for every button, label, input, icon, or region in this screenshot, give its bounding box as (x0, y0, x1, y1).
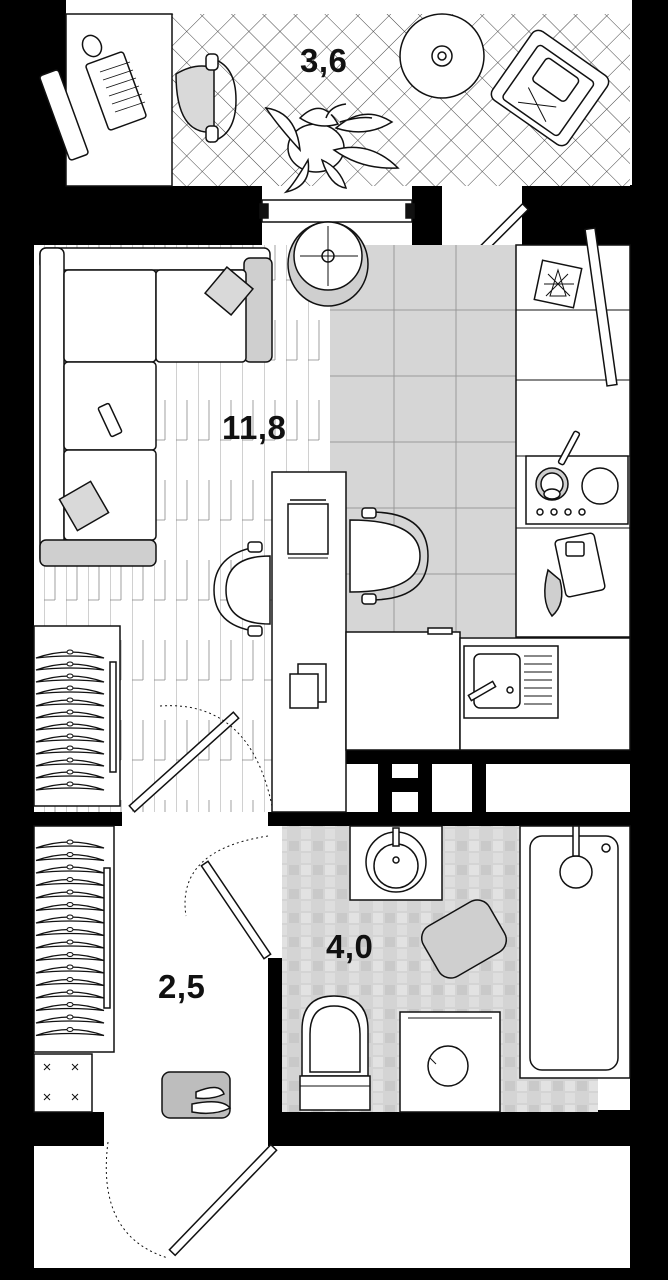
hanger-icon (35, 687, 105, 695)
hanger-icon (35, 941, 105, 949)
hanger-hook-icon (66, 864, 74, 870)
hanger-icon (35, 966, 105, 974)
hanger-hook-icon (66, 964, 74, 970)
hanger-icon (35, 841, 105, 849)
round-side-table-icon (399, 13, 485, 99)
cutting-board-icon (544, 532, 606, 618)
balcony-door-frame (259, 199, 415, 223)
hanger-hook-icon (66, 709, 74, 715)
hanger-hook-icon (66, 757, 74, 763)
toilet-icon (299, 995, 371, 1111)
bath-mat-icon (420, 899, 508, 979)
books-icon (289, 663, 327, 709)
cushion-icon (58, 265, 255, 532)
room-area-label: 3,6 (300, 42, 348, 79)
hanger-hook-icon (66, 769, 74, 775)
entrance-door-leaf (105, 1141, 278, 1259)
floor-lamp-icon (287, 221, 369, 307)
hanger-hook-icon (66, 685, 74, 691)
bar-stool-icon (213, 541, 271, 637)
hanger-hook-icon (66, 733, 74, 739)
hanger-hook-icon (66, 889, 74, 895)
hanger-icon (35, 878, 105, 887)
hanger-icon (35, 771, 105, 779)
hanger-icon (35, 1003, 105, 1012)
hanger-icon (35, 759, 105, 767)
desk-chair-icon (175, 53, 237, 143)
living-door-leaf (128, 705, 273, 813)
hanger-hook-icon (66, 877, 74, 882)
hanger-icon (35, 991, 105, 999)
hanger-hook-icon (66, 939, 74, 945)
armchair-icon (490, 29, 610, 147)
washing-machine-icon (399, 1011, 501, 1113)
hanger-hook-icon (66, 989, 74, 995)
sink-icon (463, 645, 559, 719)
laptop-icon (39, 51, 147, 161)
hanger-icon (35, 891, 105, 899)
hanger-hook-icon (66, 852, 74, 857)
hangers (35, 839, 105, 1037)
bar-counter (271, 471, 631, 813)
kitchen-plant-icon (533, 259, 583, 309)
mouse-icon (81, 34, 103, 58)
hanger-icon (35, 675, 105, 683)
shoe-cabinet (33, 1053, 93, 1113)
tv-icon (584, 227, 618, 387)
hanger-icon (35, 866, 105, 874)
hanger-icon (35, 663, 105, 671)
hanger-hook-icon (66, 902, 74, 907)
hallway-floor (110, 826, 268, 1114)
hanger-icon (35, 747, 105, 755)
room-area-label: 4,0 (326, 928, 374, 965)
hanger-icon (35, 651, 105, 659)
hanger-icon (35, 1016, 105, 1024)
hanger-icon (35, 699, 105, 707)
hanger-hook-icon (66, 914, 74, 920)
hanger-icon (35, 916, 105, 924)
hanger-hook-icon (66, 781, 74, 787)
wardrobe (33, 825, 115, 1053)
hanger-hook-icon (66, 661, 74, 667)
hanger-hook-icon (66, 1027, 74, 1032)
hanger-hook-icon (66, 673, 74, 679)
hanger-hook-icon (66, 697, 74, 703)
hanger-icon (35, 1028, 105, 1037)
hanger-icon (35, 903, 105, 912)
notebook-icon (287, 499, 329, 559)
room-area-label: 2,5 (158, 968, 206, 1005)
hanger-icon (35, 953, 105, 962)
bathtub-icon (519, 825, 631, 1079)
hanger-icon (35, 711, 105, 719)
phone-icon (97, 402, 123, 438)
hanger-icon (35, 735, 105, 743)
hanger-icon (35, 928, 105, 937)
hanger-icon (35, 853, 105, 862)
hanger-hook-icon (66, 1014, 74, 1020)
hanger-icon (35, 723, 105, 731)
hanger-hook-icon (66, 952, 74, 957)
hangers (35, 649, 105, 791)
hanger-hook-icon (66, 721, 74, 727)
hanger-hook-icon (66, 1002, 74, 1007)
hanger-hook-icon (66, 927, 74, 932)
bathroom-door-leaf (184, 835, 272, 960)
stove-icon (525, 430, 629, 525)
hanger-hook-icon (66, 745, 74, 751)
room-area-label: 11,8 (222, 409, 287, 446)
hanger-hook-icon (66, 649, 74, 655)
rug-with-slippers-icon (161, 1071, 232, 1119)
hanger-icon (35, 978, 105, 987)
hanger-hook-icon (66, 977, 74, 982)
hanger-icon (35, 783, 105, 791)
hanger-hook-icon (66, 839, 74, 845)
bar-stool-icon (349, 507, 429, 605)
washbasin-icon (349, 825, 443, 901)
plant-icon (264, 103, 400, 194)
